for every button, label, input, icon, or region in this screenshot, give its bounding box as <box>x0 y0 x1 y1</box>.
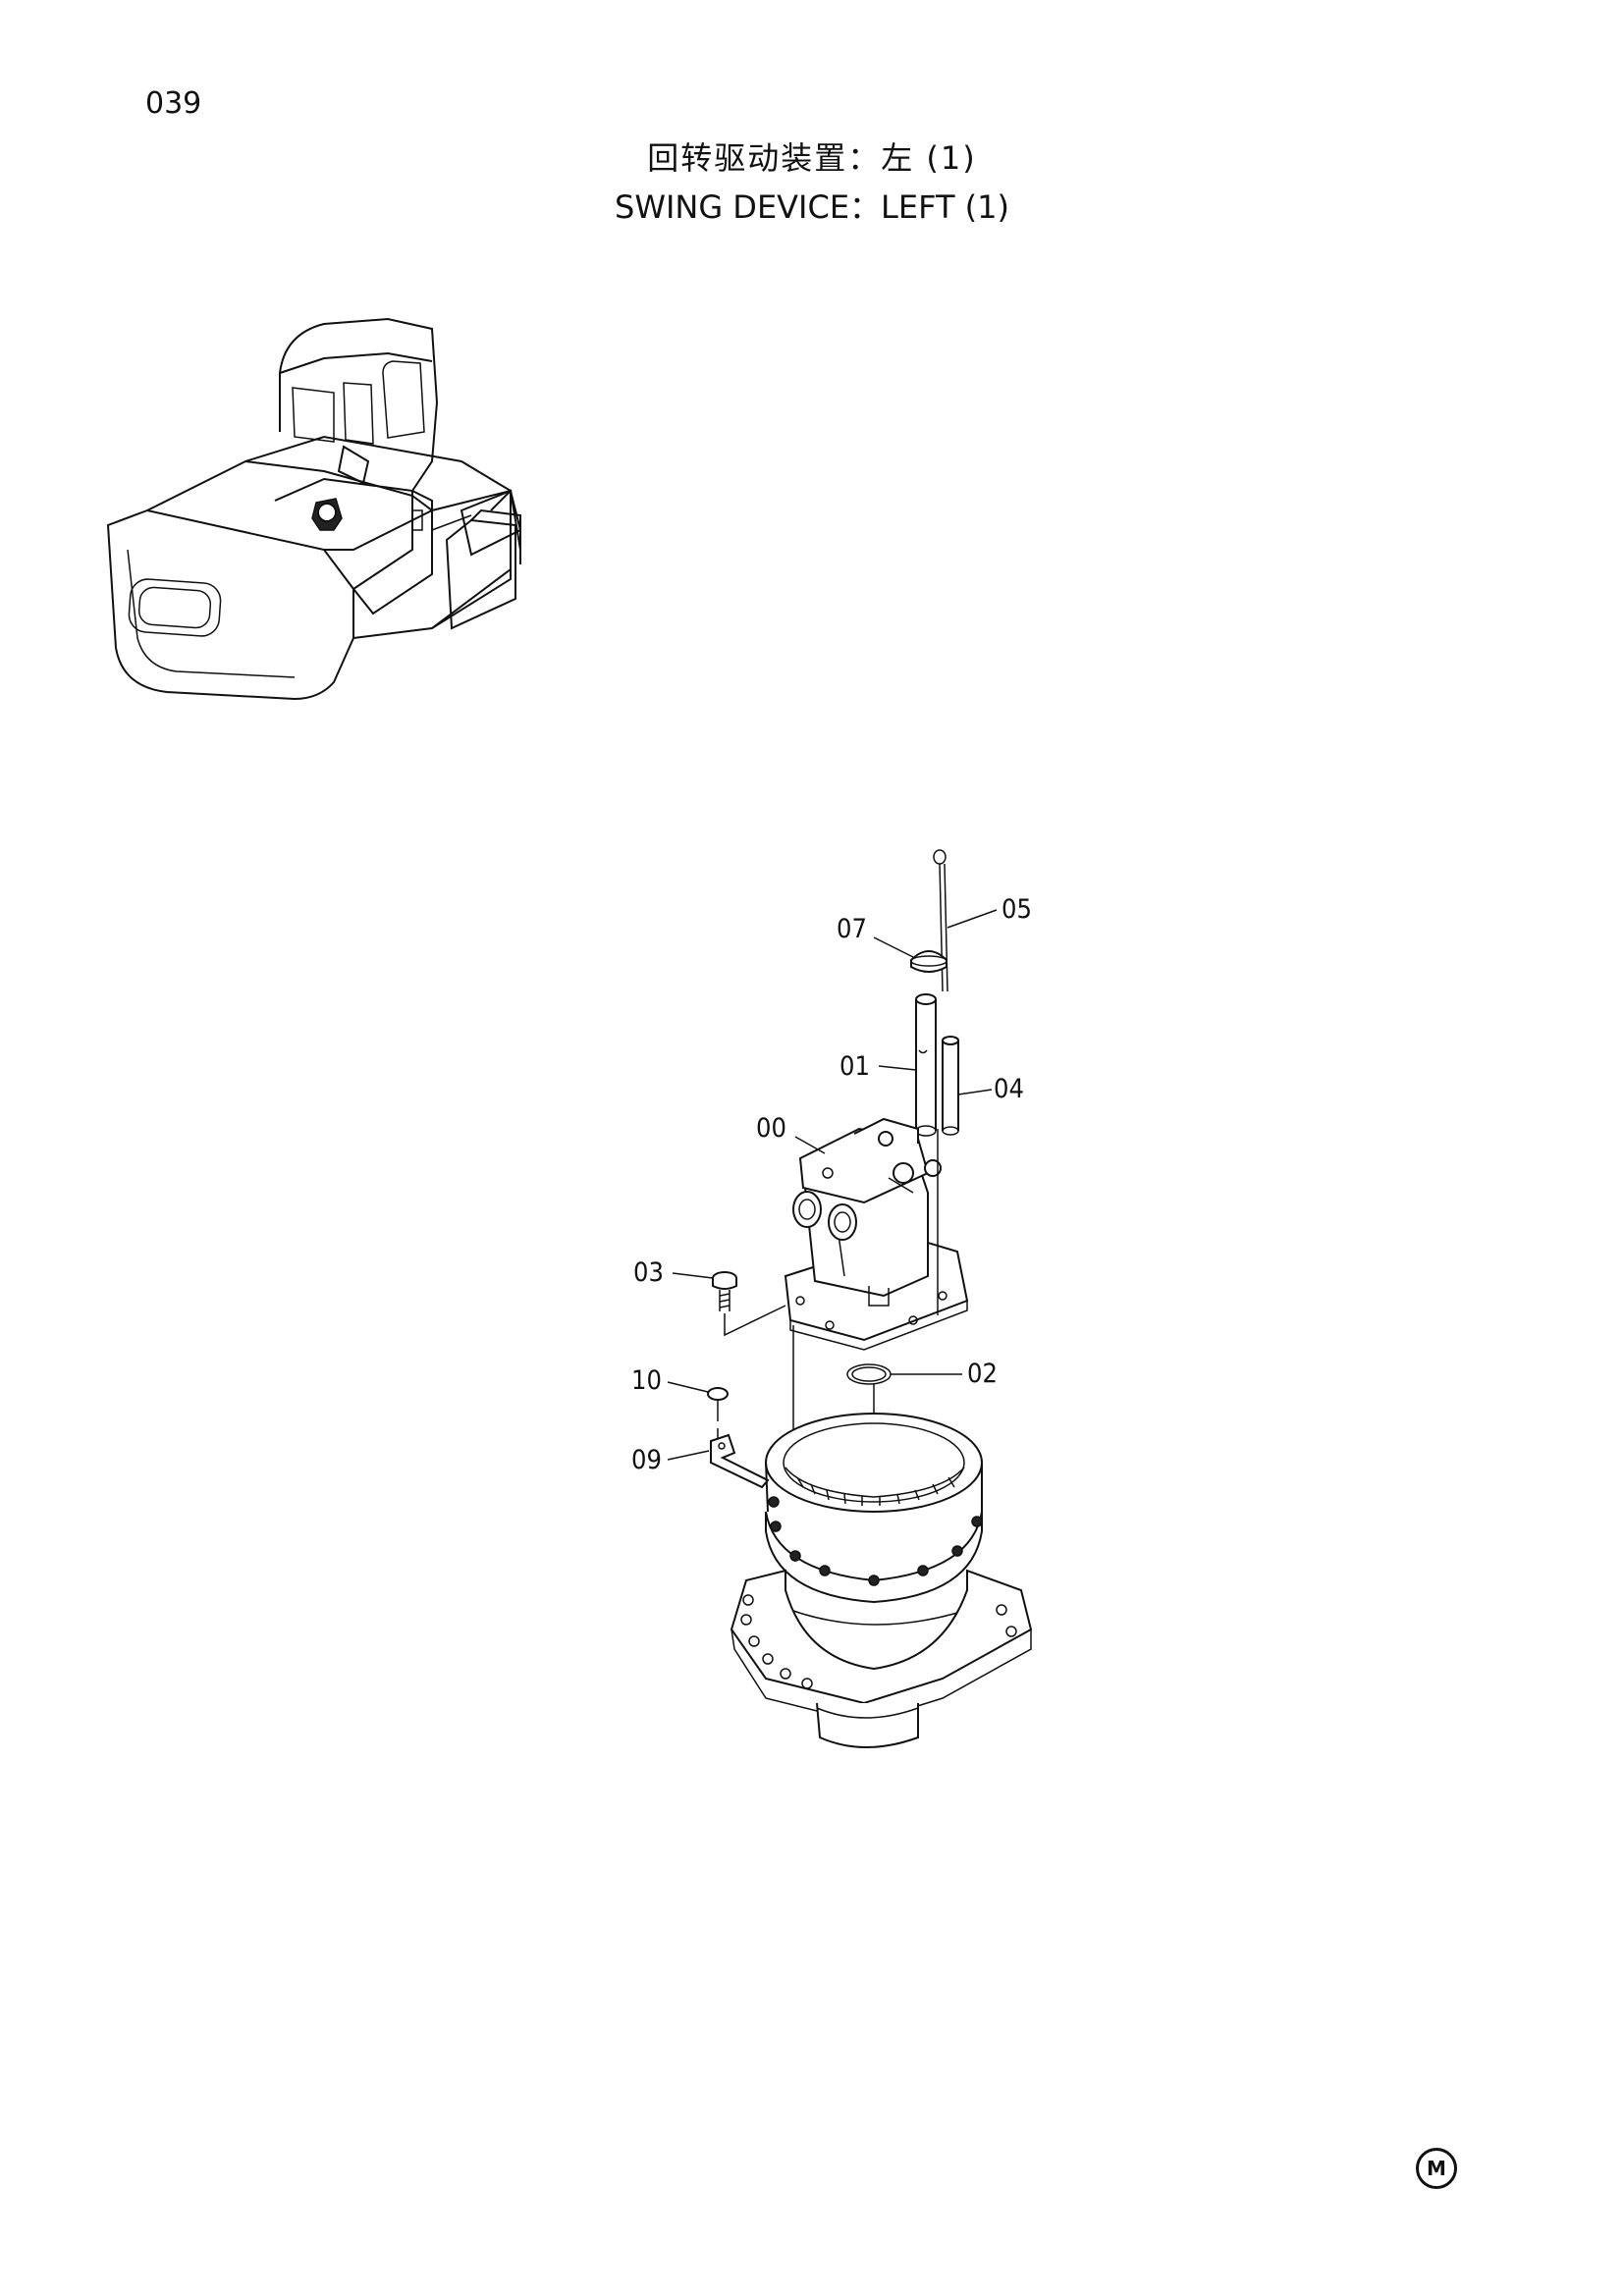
callout-07: 07 <box>837 914 867 944</box>
leader-07 <box>873 936 914 958</box>
callout-05: 05 <box>1001 894 1032 925</box>
leader-10 <box>667 1381 709 1393</box>
part-10-bolt <box>707 1387 729 1441</box>
part-02-oring <box>846 1363 892 1385</box>
part-05-dipstick <box>933 849 948 992</box>
callout-04: 04 <box>994 1074 1024 1104</box>
callout-01: 01 <box>839 1051 870 1082</box>
swing-device-exploded-view: 07 05 01 04 00 03 02 10 09 <box>631 849 1033 1748</box>
publisher-logo-icon: M <box>1416 2148 1457 2189</box>
leader-01 <box>878 1065 917 1071</box>
part-01-pipe <box>915 993 937 1137</box>
motor-port-right <box>828 1203 857 1241</box>
callout-00: 00 <box>756 1113 786 1144</box>
title-english: SWING DEVICE：LEFT (1) <box>615 188 1009 226</box>
leader-03 <box>672 1272 714 1279</box>
title-chinese: 回转驱动装置：左 (1) <box>647 139 977 177</box>
page-number: 039 <box>145 86 202 121</box>
part-04-pipe <box>942 1036 959 1136</box>
callout-09: 09 <box>631 1445 662 1475</box>
part-07-cap <box>910 950 947 973</box>
excavator-locator-view <box>106 317 522 701</box>
leader-09 <box>667 1450 710 1461</box>
part-09-plate <box>710 1433 770 1489</box>
motor-port-left <box>792 1191 822 1228</box>
leader-00 <box>794 1136 826 1154</box>
part-00-motor <box>784 1117 969 1351</box>
callout-10: 10 <box>631 1365 662 1396</box>
reduction-gear-housing <box>730 1413 1033 1748</box>
callout-02: 02 <box>967 1359 998 1389</box>
callout-03: 03 <box>633 1257 664 1288</box>
leader-05 <box>947 909 998 929</box>
part-03-bolt <box>712 1271 786 1337</box>
leader-04 <box>957 1089 993 1095</box>
